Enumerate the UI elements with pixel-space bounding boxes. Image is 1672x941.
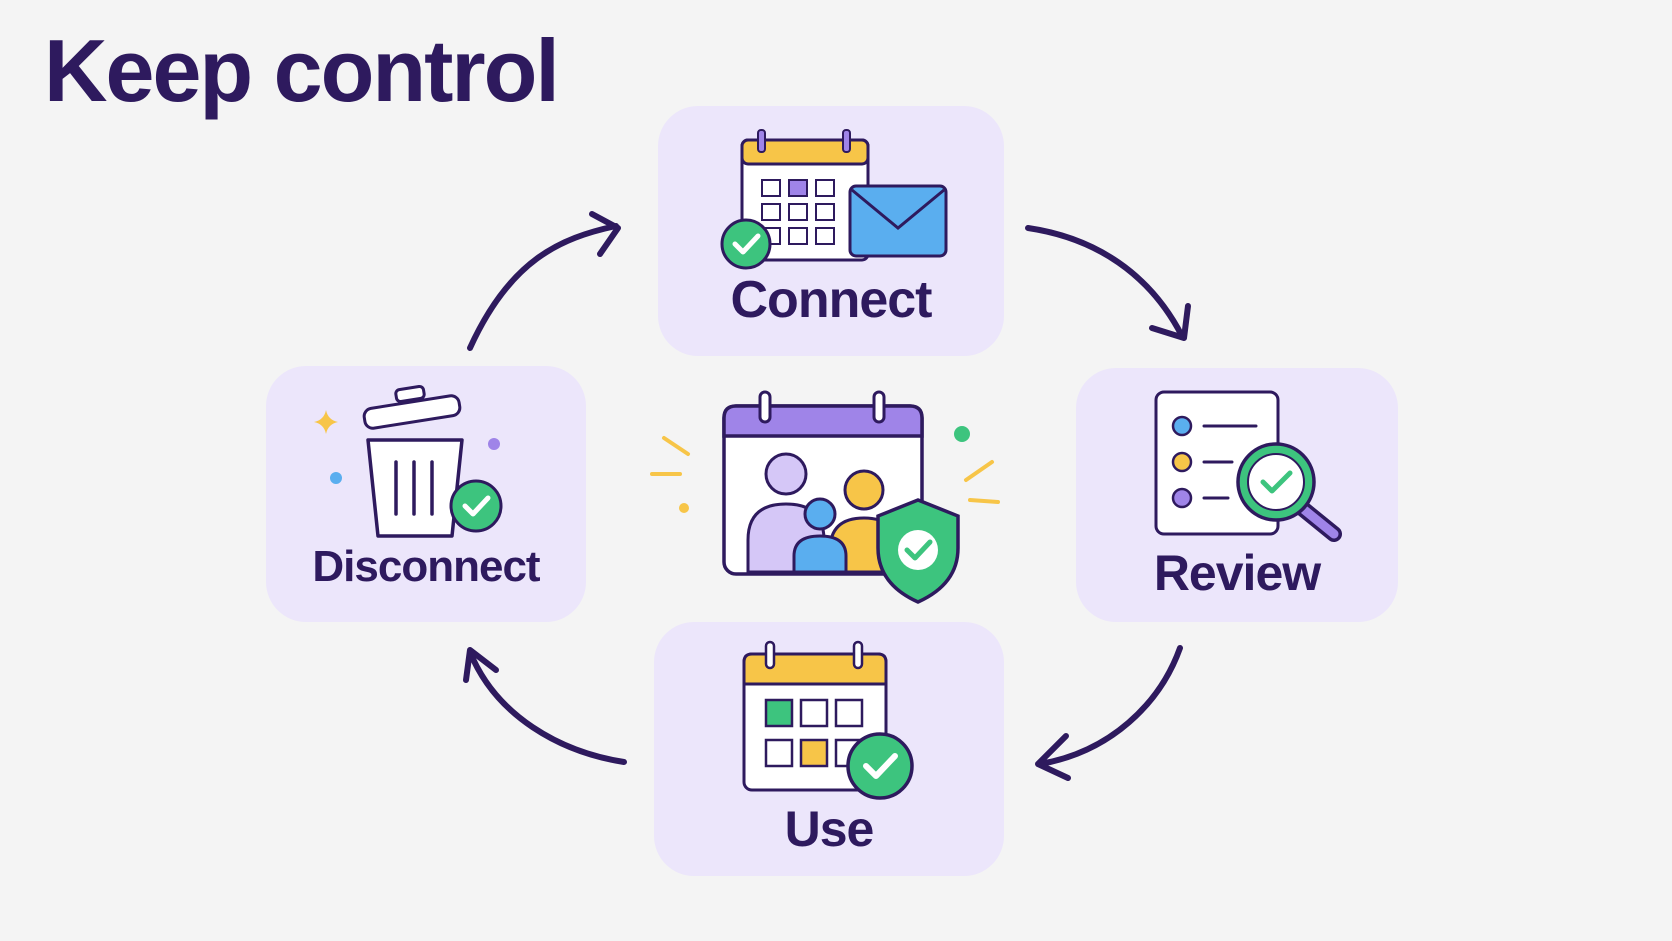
page-title: Keep control [44,21,560,120]
arrow-connect-to-review [1025,225,1191,341]
connect-label: Connect [730,271,933,329]
arrow-review-to-use [1035,645,1183,781]
calendar-mail-icon [720,129,948,270]
review-label: Review [1153,545,1321,601]
checklist-magnifier-icon [1154,390,1342,542]
use-label: Use [784,801,875,857]
family-calendar-shield-icon [722,390,960,604]
arrow-disconnect-to-connect [467,211,621,351]
arrow-use-to-disconnect [463,647,627,765]
calendar-check-icon [742,640,914,800]
sparkle-decorations [650,426,1000,513]
trash-check-icon [314,384,503,538]
disconnect-card: Disconnect [266,366,586,622]
disconnect-label: Disconnect [312,542,540,591]
